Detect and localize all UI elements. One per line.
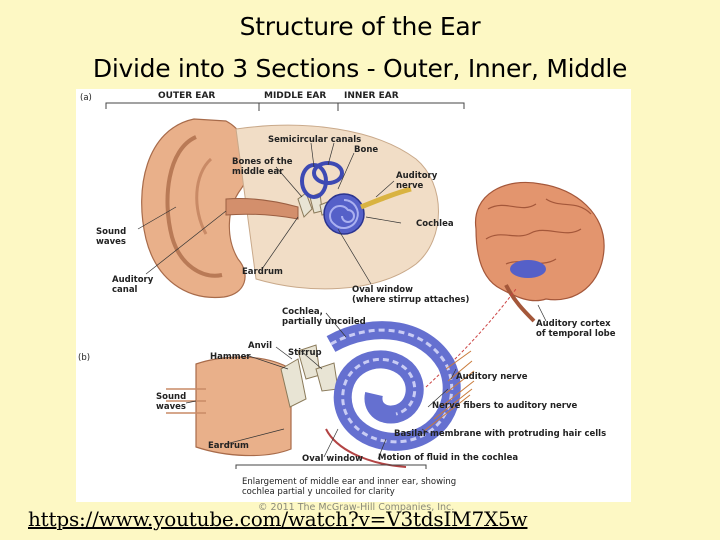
youtube-link[interactable]: https://www.youtube.com/watch?v=V3tdsIM7… — [28, 507, 528, 531]
section-outer-ear: OUTER EAR — [156, 91, 218, 101]
label-eardrum-a: Eardrum — [242, 267, 283, 277]
figure-caption: Enlargement of middle ear and inner ear,… — [242, 477, 457, 497]
slide-subtitle: Divide into 3 Sections - Outer, Inner, M… — [92, 54, 628, 83]
label-sound-waves-b: Sound waves — [156, 392, 187, 412]
label-sound-waves-a: Sound waves — [96, 227, 127, 247]
label-semicircular-canals: Semicircular canals — [268, 135, 362, 145]
label-auditory-canal: Auditory canal — [112, 275, 154, 295]
ear-diagram: OUTER EAR MIDDLE EAR INNER EAR (a) Semic… — [76, 89, 631, 502]
cochlea-a — [323, 193, 365, 235]
section-middle-ear: MIDDLE EAR — [262, 91, 329, 101]
label-hammer: Hammer — [210, 352, 251, 362]
label-stirrup: Stirrup — [288, 348, 322, 358]
label-cochlea: Cochlea — [416, 219, 454, 229]
label-auditory-cortex: Auditory cortex of temporal lobe — [536, 319, 616, 339]
label-auditory-nerve-b: Auditory nerve — [456, 372, 528, 382]
brain — [474, 181, 605, 323]
label-auditory-nerve-a: Auditory nerve — [396, 171, 438, 191]
label-anvil: Anvil — [248, 341, 272, 351]
cochlea-uncoiled — [325, 321, 461, 468]
label-nerve-fibers: Nerve fibers to auditory nerve — [432, 401, 578, 411]
label-oval-window-b: Oval window — [302, 454, 363, 464]
section-inner-ear: INNER EAR — [342, 91, 401, 101]
slide-title: Structure of the Ear — [239, 12, 481, 41]
label-cochlea-uncoiled: Cochlea, partially uncoiled — [282, 307, 366, 327]
label-oval-window-a: Oval window (where stirrup attaches) — [352, 285, 470, 305]
label-fluid-motion: Motion of fluid in the cochlea — [378, 453, 519, 463]
ear-canal-b — [166, 356, 292, 457]
panel-a-label: (a) — [80, 93, 92, 103]
label-eardrum-b: Eardrum — [208, 441, 249, 451]
label-basilar-membrane: Basilar membrane with protruding hair ce… — [394, 429, 607, 439]
label-bones-middle-ear: Bones of the middle ear — [232, 157, 293, 177]
ear-illustration — [105, 102, 605, 469]
copyright-notice: © 2011 The McGraw-Hill Companies, Inc. — [258, 502, 455, 513]
panel-b-label: (b) — [78, 353, 91, 363]
label-bone: Bone — [354, 145, 379, 155]
